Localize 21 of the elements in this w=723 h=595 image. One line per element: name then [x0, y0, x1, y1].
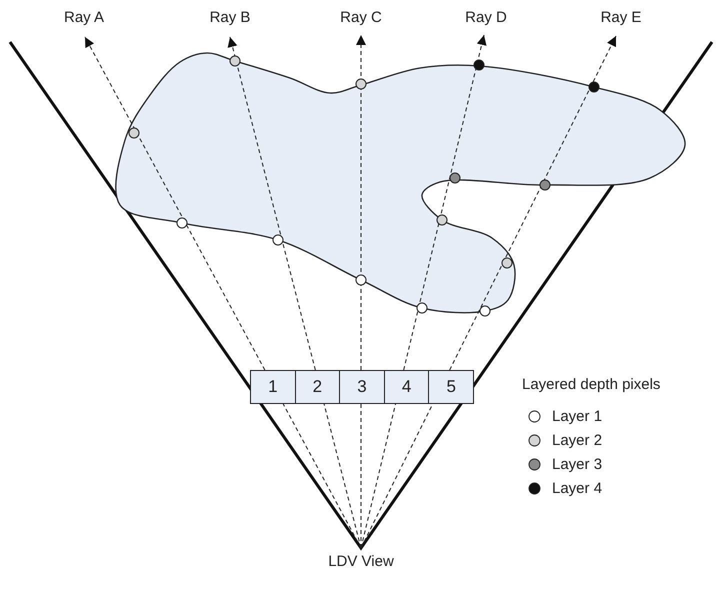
legend-text: Layer 3 [552, 456, 602, 473]
ray-arrow [403, 34, 487, 370]
ray-arrow [356, 34, 366, 370]
pixel-cell: 1 [250, 370, 296, 404]
ray-label: Ray A [54, 6, 114, 28]
ray-label: Ray D [456, 6, 516, 28]
legend-text: Layer 2 [552, 432, 602, 449]
pixel-cell: 3 [339, 370, 385, 404]
pixel-cell: 2 [294, 370, 340, 404]
ray-arrow [449, 36, 616, 370]
ray-arrow [84, 36, 266, 370]
ray-label: Ray E [591, 6, 651, 28]
pixel-cell: 5 [428, 370, 474, 404]
legend-text: Layer 1 [552, 408, 602, 425]
pixel-cell: 4 [384, 370, 430, 404]
legend-title: Layered depth pixels [522, 376, 660, 393]
ray-label: Ray B [200, 6, 260, 28]
view-label: LDV View [321, 550, 401, 572]
legend-text: Layer 4 [552, 480, 602, 497]
ray-arrow [228, 36, 316, 370]
ray-label: Ray C [331, 6, 391, 28]
